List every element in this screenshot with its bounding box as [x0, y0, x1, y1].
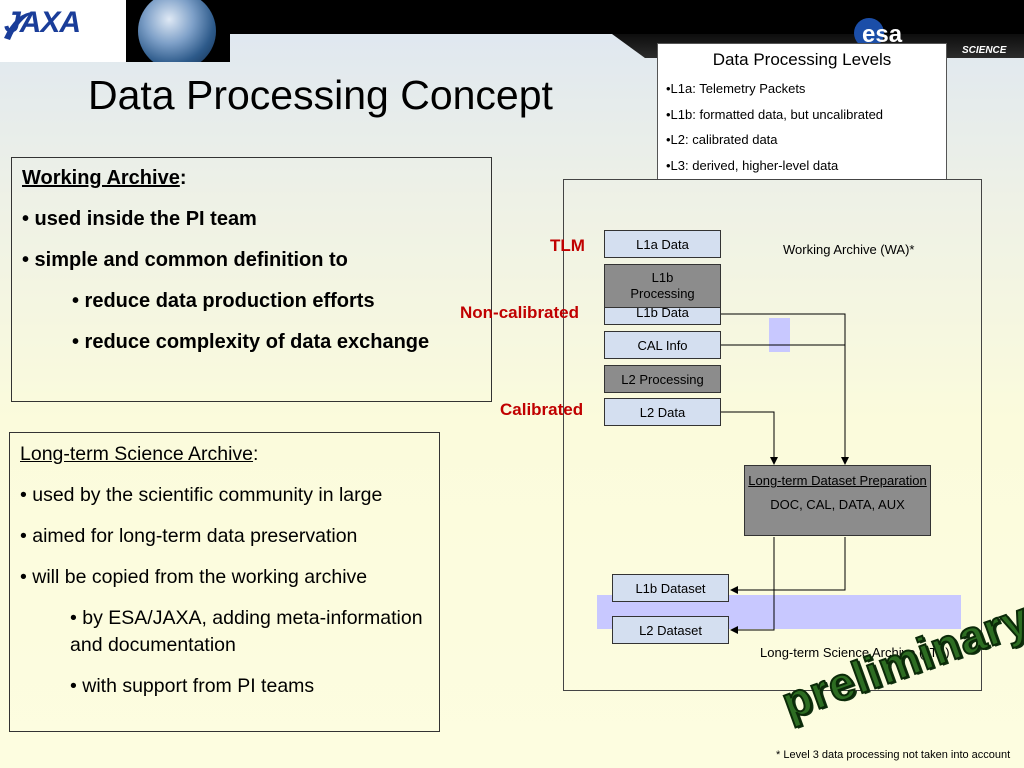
sub-bullet: • reduce complexity of data exchange	[72, 331, 430, 353]
lta-box: Long-term Science Archive: • used by the…	[9, 432, 440, 732]
jaxa-logo: JAXA	[4, 6, 81, 39]
bullet: • used inside the PI team	[22, 208, 257, 230]
jaxa-swoosh-icon	[4, 12, 34, 40]
diagram-frame	[563, 179, 982, 691]
sub-bullet: • with support from PI teams	[70, 675, 315, 697]
wa-label: Working Archive (WA)*	[783, 242, 915, 257]
levels-box: Data Processing Levels •L1a: Telemetry P…	[657, 43, 947, 180]
sub-bullet: • reduce data production efforts	[72, 290, 375, 312]
levels-item: •L1a: Telemetry Packets	[666, 81, 806, 96]
esa-science-label: SCIENCE	[962, 45, 1007, 56]
bullet: • aimed for long-term data preservation	[20, 525, 358, 547]
working-archive-box: Working Archive: • used inside the PI te…	[11, 157, 492, 402]
lta-heading-text: Long-term Science Archive	[20, 443, 254, 465]
levels-title: Data Processing Levels	[712, 50, 892, 69]
prep-title: Long-term Dataset Preparation	[748, 473, 927, 488]
prep-sub: DOC, CAL, DATA, AUX	[770, 497, 905, 512]
earth-image	[126, 0, 230, 62]
lta-heading: Long-term Science Archive:	[20, 443, 259, 465]
highlight-band	[769, 318, 790, 352]
levels-item: •L3: derived, higher-level data	[666, 157, 839, 173]
long-term-dataset-preparation-box: Long-term Dataset Preparation DOC, CAL, …	[744, 465, 931, 536]
l2-data-box: L2 Data	[604, 398, 721, 426]
bullet: • used by the scientific community in la…	[20, 484, 383, 506]
non-calibrated-label: Non-calibrated	[460, 303, 580, 322]
earth-globe-icon	[138, 0, 216, 62]
levels-item: •L2: calibrated data	[666, 132, 778, 147]
lta-label: Long-term Science Archive (LTA)	[760, 645, 950, 660]
working-archive-heading-text: Working Archive	[22, 167, 180, 189]
footnote: * Level 3 data processing not taken into…	[776, 749, 1011, 761]
cal-info-box: CAL Info	[604, 331, 721, 359]
bullet: • will be copied from the working archiv…	[20, 566, 368, 588]
l2-processing-box: L2 Processing	[604, 365, 721, 393]
l1b-dataset-box: L1b Dataset	[612, 574, 729, 602]
l2-dataset-box: L2 Dataset	[612, 616, 729, 644]
l1b-processing-box: L1b Processing	[604, 264, 721, 308]
working-archive-heading: Working Archive:	[22, 167, 187, 189]
jaxa-logo-panel: JAXA	[0, 0, 126, 62]
bullet: • simple and common definition to	[22, 249, 348, 271]
l1a-data-box: L1a Data	[604, 230, 721, 258]
sub-bullet: • by ESA/JAXA, adding meta-information a…	[70, 607, 423, 656]
page-title: Data Processing Concept	[88, 72, 553, 118]
levels-item: •L1b: formatted data, but uncalibrated	[666, 106, 884, 122]
tlm-label: TLM	[550, 236, 585, 255]
calibrated-label: Calibrated	[500, 400, 584, 419]
